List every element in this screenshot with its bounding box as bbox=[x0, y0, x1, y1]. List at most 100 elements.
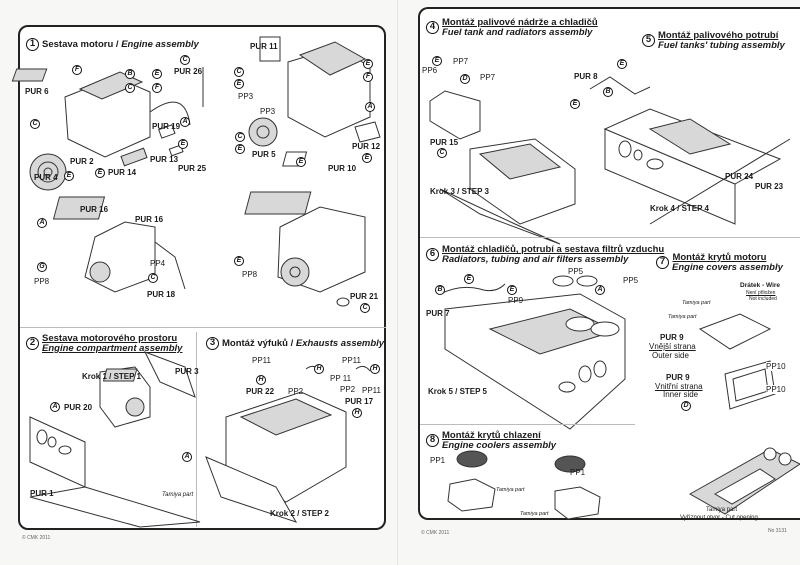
step-title-cz: Montáž výfuků bbox=[222, 338, 288, 350]
step-number-badge: 3 bbox=[206, 337, 219, 350]
part-label: PUR 23 bbox=[755, 182, 784, 191]
wire-note-en: Not included bbox=[749, 296, 777, 302]
tamiya-note: Tamiya part bbox=[162, 492, 194, 498]
part-label: PP5 bbox=[568, 267, 584, 276]
step-number-badge: 2 bbox=[26, 337, 39, 350]
part-label: PUR 10 bbox=[328, 164, 357, 173]
tamiya-note: Tamiya part bbox=[496, 487, 525, 493]
color-tag: E bbox=[95, 168, 105, 178]
color-tag: E bbox=[464, 274, 474, 284]
color-tag: C bbox=[437, 148, 447, 158]
color-tag: E bbox=[363, 59, 373, 69]
part-label: PUR 2 bbox=[70, 157, 94, 166]
part-label: PUR 26 bbox=[174, 67, 203, 76]
part-label: PP3 bbox=[238, 92, 254, 101]
color-tag: B bbox=[125, 69, 135, 79]
compartment-drawing bbox=[29, 351, 201, 528]
color-tag: A bbox=[50, 402, 60, 412]
section-divider bbox=[20, 327, 386, 328]
color-tag: B bbox=[435, 285, 445, 295]
part-label: PP8 bbox=[34, 277, 50, 286]
color-tag: E bbox=[234, 79, 244, 89]
cut-opening-note: Vyříznout otvor - Cut opening bbox=[680, 515, 758, 521]
color-tag: E bbox=[432, 56, 442, 66]
tamiya-note: Tamiya part bbox=[520, 511, 549, 517]
step-number-badge: 7 bbox=[656, 256, 669, 269]
color-tag: A bbox=[37, 218, 47, 228]
section-divider bbox=[420, 424, 635, 425]
step-title-cz: Sestava motoru bbox=[42, 39, 114, 51]
part-label: PP10 bbox=[766, 362, 786, 371]
step-title-cz: Montáž palivové nádrže a chladičů bbox=[442, 17, 598, 28]
step-8-heading: 8 Montáž krytů chlazení Engine coolers a… bbox=[426, 431, 557, 451]
substep-label: Krok 1 / STEP 1 bbox=[82, 372, 141, 381]
wire-title: Drátek - Wire bbox=[740, 282, 781, 289]
color-tag: F bbox=[72, 65, 82, 75]
outer-side-cz: Vnější strana bbox=[649, 342, 696, 351]
color-tag: H bbox=[352, 408, 362, 418]
part-label: PUR 4 bbox=[34, 173, 58, 182]
color-tag: H bbox=[370, 364, 380, 374]
part-label: PUR 18 bbox=[147, 290, 176, 299]
color-tag: E bbox=[235, 144, 245, 154]
page-number: No 3131 bbox=[768, 528, 787, 534]
color-tag: E bbox=[617, 59, 627, 69]
part-label: PP11 bbox=[252, 356, 271, 365]
part-label: PUR 16 bbox=[135, 215, 164, 224]
color-tag: F bbox=[363, 72, 373, 82]
part-label: PP7 bbox=[480, 73, 496, 82]
color-tag: H bbox=[256, 375, 266, 385]
part-label: PUR 11 bbox=[250, 42, 278, 51]
color-tag: C bbox=[148, 273, 158, 283]
tamiya-note: Tamiya part bbox=[668, 314, 697, 320]
color-tag: E bbox=[362, 153, 372, 163]
step-title-en: Engine compartment assembly bbox=[42, 343, 183, 354]
inner-side-en: Inner side bbox=[663, 390, 699, 399]
color-tag: C bbox=[180, 55, 190, 65]
step-number-badge: 1 bbox=[26, 38, 39, 51]
engine-assembly-drawing bbox=[11, 36, 381, 307]
tamiya-note: Tamiya part bbox=[706, 507, 738, 513]
part-label: PP7 bbox=[453, 57, 469, 66]
part-label: PUR 9 bbox=[666, 373, 690, 382]
step-number-badge: 4 bbox=[426, 21, 439, 34]
color-tag: E bbox=[152, 69, 162, 79]
part-label: PUR 13 bbox=[150, 155, 179, 164]
fuel-tubing-drawing bbox=[589, 76, 791, 225]
title-separator: / bbox=[113, 39, 122, 51]
part-label: PUR 17 bbox=[345, 397, 374, 406]
color-tag: E bbox=[178, 139, 188, 149]
page-fold bbox=[397, 0, 398, 565]
part-label: PUR 12 bbox=[352, 142, 381, 151]
exhaust-drawing bbox=[205, 365, 371, 523]
step-number-badge: 5 bbox=[642, 34, 655, 47]
part-label: PUR 21 bbox=[350, 292, 379, 301]
part-label: PP4 bbox=[150, 259, 166, 268]
part-label: PP2 bbox=[340, 385, 356, 394]
inner-side-cz: Vnitřní strana bbox=[655, 382, 703, 391]
part-label: PP6 bbox=[422, 66, 438, 75]
step-title-cz: Montáž krytů motoru bbox=[672, 252, 767, 263]
part-label: PUR 5 bbox=[252, 150, 276, 159]
color-tag: E bbox=[296, 157, 306, 167]
color-tag: F bbox=[152, 83, 162, 93]
color-tag: A bbox=[595, 285, 605, 295]
right-instruction-sheet: 4 Montáž palivové nádrže a chladičů Fuel… bbox=[418, 7, 800, 521]
color-tag: D bbox=[681, 401, 691, 411]
step-number-badge: 8 bbox=[426, 434, 439, 447]
part-label: PUR 9 bbox=[660, 333, 684, 342]
step-title-en: Fuel tank and radiators assembly bbox=[442, 27, 593, 38]
part-label: PUR 16 bbox=[80, 205, 109, 214]
copyright-left: © CMK 2011 bbox=[22, 535, 51, 541]
step-number-badge: 6 bbox=[426, 248, 439, 261]
part-label: PP10 bbox=[766, 385, 786, 394]
outer-side-en: Outer side bbox=[652, 351, 689, 360]
part-label: PUR 3 bbox=[175, 367, 199, 376]
step-title-en: Engine coolers assembly bbox=[442, 440, 557, 451]
color-tag: A bbox=[180, 117, 190, 127]
part-label: PP1 bbox=[570, 468, 586, 477]
part-label: PP9 bbox=[508, 296, 524, 305]
color-tag: E bbox=[64, 171, 74, 181]
